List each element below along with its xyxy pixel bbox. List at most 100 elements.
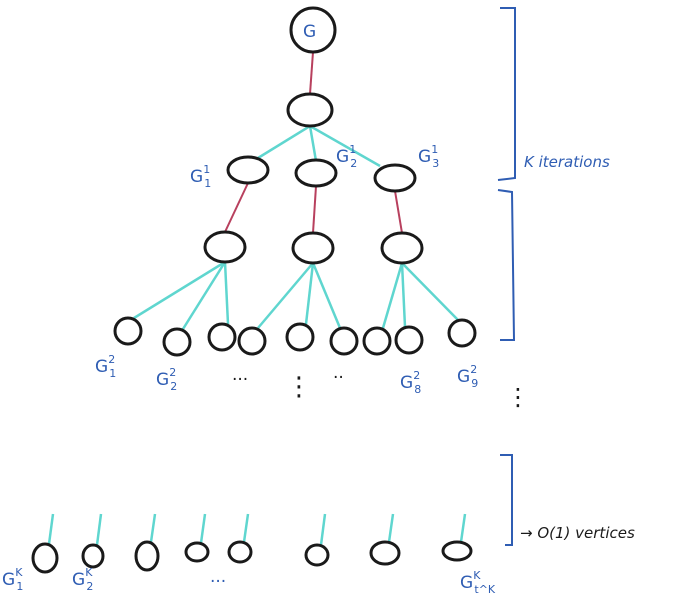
level2-leaf-node <box>329 326 359 356</box>
label-superscript: K <box>85 566 93 579</box>
nodes <box>31 6 477 574</box>
ellipsis-level2-right: .. <box>333 363 344 383</box>
level2-leaf-node <box>207 322 237 352</box>
bracket-repeat <box>497 189 516 341</box>
cyan-stub-edge <box>387 513 395 543</box>
cyan-edge <box>133 260 226 320</box>
cyan-edge <box>401 262 459 321</box>
cyan-edge <box>308 125 318 162</box>
label-subscript: 1 <box>204 177 211 190</box>
root-label: G <box>303 22 316 42</box>
levelk-node <box>31 542 59 574</box>
level1-node <box>226 155 270 185</box>
label-base: G <box>72 570 85 590</box>
edges <box>47 51 467 546</box>
label-subscript: 8 <box>414 383 421 396</box>
label-base: G <box>2 570 15 590</box>
cyan-stub-edge <box>95 513 103 546</box>
label-superscript: 2 <box>108 353 115 366</box>
label-subscript: 2 <box>170 380 177 393</box>
label-superscript: 2 <box>413 369 420 382</box>
red-edge <box>394 190 403 234</box>
levelk-node <box>304 543 330 567</box>
cyan-stub-edge <box>319 513 327 546</box>
label-superscript: K <box>15 566 23 579</box>
cyan-edge <box>304 262 315 325</box>
red-edge <box>309 51 314 95</box>
level1-node <box>294 158 338 188</box>
level2-leaf-node <box>113 316 143 346</box>
label-subscript: 1 <box>109 367 116 380</box>
cyan-edge <box>257 262 314 329</box>
level2-parent-node <box>380 231 424 265</box>
label-subscript: 2 <box>350 157 357 170</box>
label-superscript: 2 <box>169 366 176 379</box>
bracket-final-level <box>500 454 513 546</box>
red-edge <box>312 185 317 234</box>
vertical-ellipsis-center: ⋮ <box>286 372 312 402</box>
level2-parent-node <box>203 230 247 264</box>
level2-leaf-node <box>447 318 477 348</box>
cyan-edge <box>223 261 230 325</box>
cyan-edge <box>311 262 342 329</box>
bracket-k-iterations <box>497 7 516 181</box>
label-subscript: t^K <box>474 583 496 596</box>
vertical-ellipsis-right: ⋮ <box>506 383 530 411</box>
level1-parent-node <box>286 92 334 128</box>
levelk-node <box>134 540 160 572</box>
label-base: G <box>95 357 108 377</box>
label-base: G <box>190 167 203 187</box>
label-base: G <box>460 573 473 593</box>
ellipsis-levelk: ... <box>210 567 226 587</box>
level2-leaf-node <box>162 327 192 357</box>
constant-vertices-label: → O(1) vertices <box>520 524 635 542</box>
cyan-stub-edge <box>149 513 157 543</box>
label-superscript: 2 <box>470 363 477 376</box>
label-subscript: 9 <box>471 377 478 390</box>
cyan-stub-edge <box>459 513 467 543</box>
label-superscript: K <box>473 569 481 582</box>
red-edge <box>224 182 249 233</box>
cyan-stub-edge <box>242 513 250 543</box>
cyan-edge <box>257 124 311 160</box>
levelk-node <box>184 541 210 563</box>
levelk-node <box>369 540 401 566</box>
label-base: G <box>400 373 413 393</box>
label-base: G <box>156 370 169 390</box>
cyan-edge <box>181 261 227 330</box>
level2-leaf-node <box>285 322 315 352</box>
label-subscript: 2 <box>86 580 93 593</box>
level1-node <box>373 163 417 193</box>
levelk-node <box>441 540 473 562</box>
root-node <box>289 6 337 54</box>
cyan-edge <box>381 262 404 329</box>
cyan-edge <box>309 124 381 168</box>
label-superscript: 1 <box>349 143 356 156</box>
k-iterations-label: K iterations <box>524 153 610 171</box>
label-base: G <box>457 367 470 387</box>
level2-leaf-node <box>362 326 392 356</box>
cyan-stub-edge <box>199 513 207 544</box>
label-subscript: 3 <box>432 157 439 170</box>
label-base: G <box>336 147 349 167</box>
label-superscript: 1 <box>203 163 210 176</box>
cyan-edge <box>400 262 407 328</box>
level2-leaf-node <box>394 325 424 355</box>
levelk-node <box>227 540 253 564</box>
levelk-node <box>81 543 105 569</box>
level2-parent-node <box>291 231 335 265</box>
label-superscript: 1 <box>431 143 438 156</box>
ellipsis-level2-left: ... <box>232 365 248 385</box>
label-subscript: 1 <box>16 580 23 593</box>
cyan-stub-edge <box>47 513 55 545</box>
